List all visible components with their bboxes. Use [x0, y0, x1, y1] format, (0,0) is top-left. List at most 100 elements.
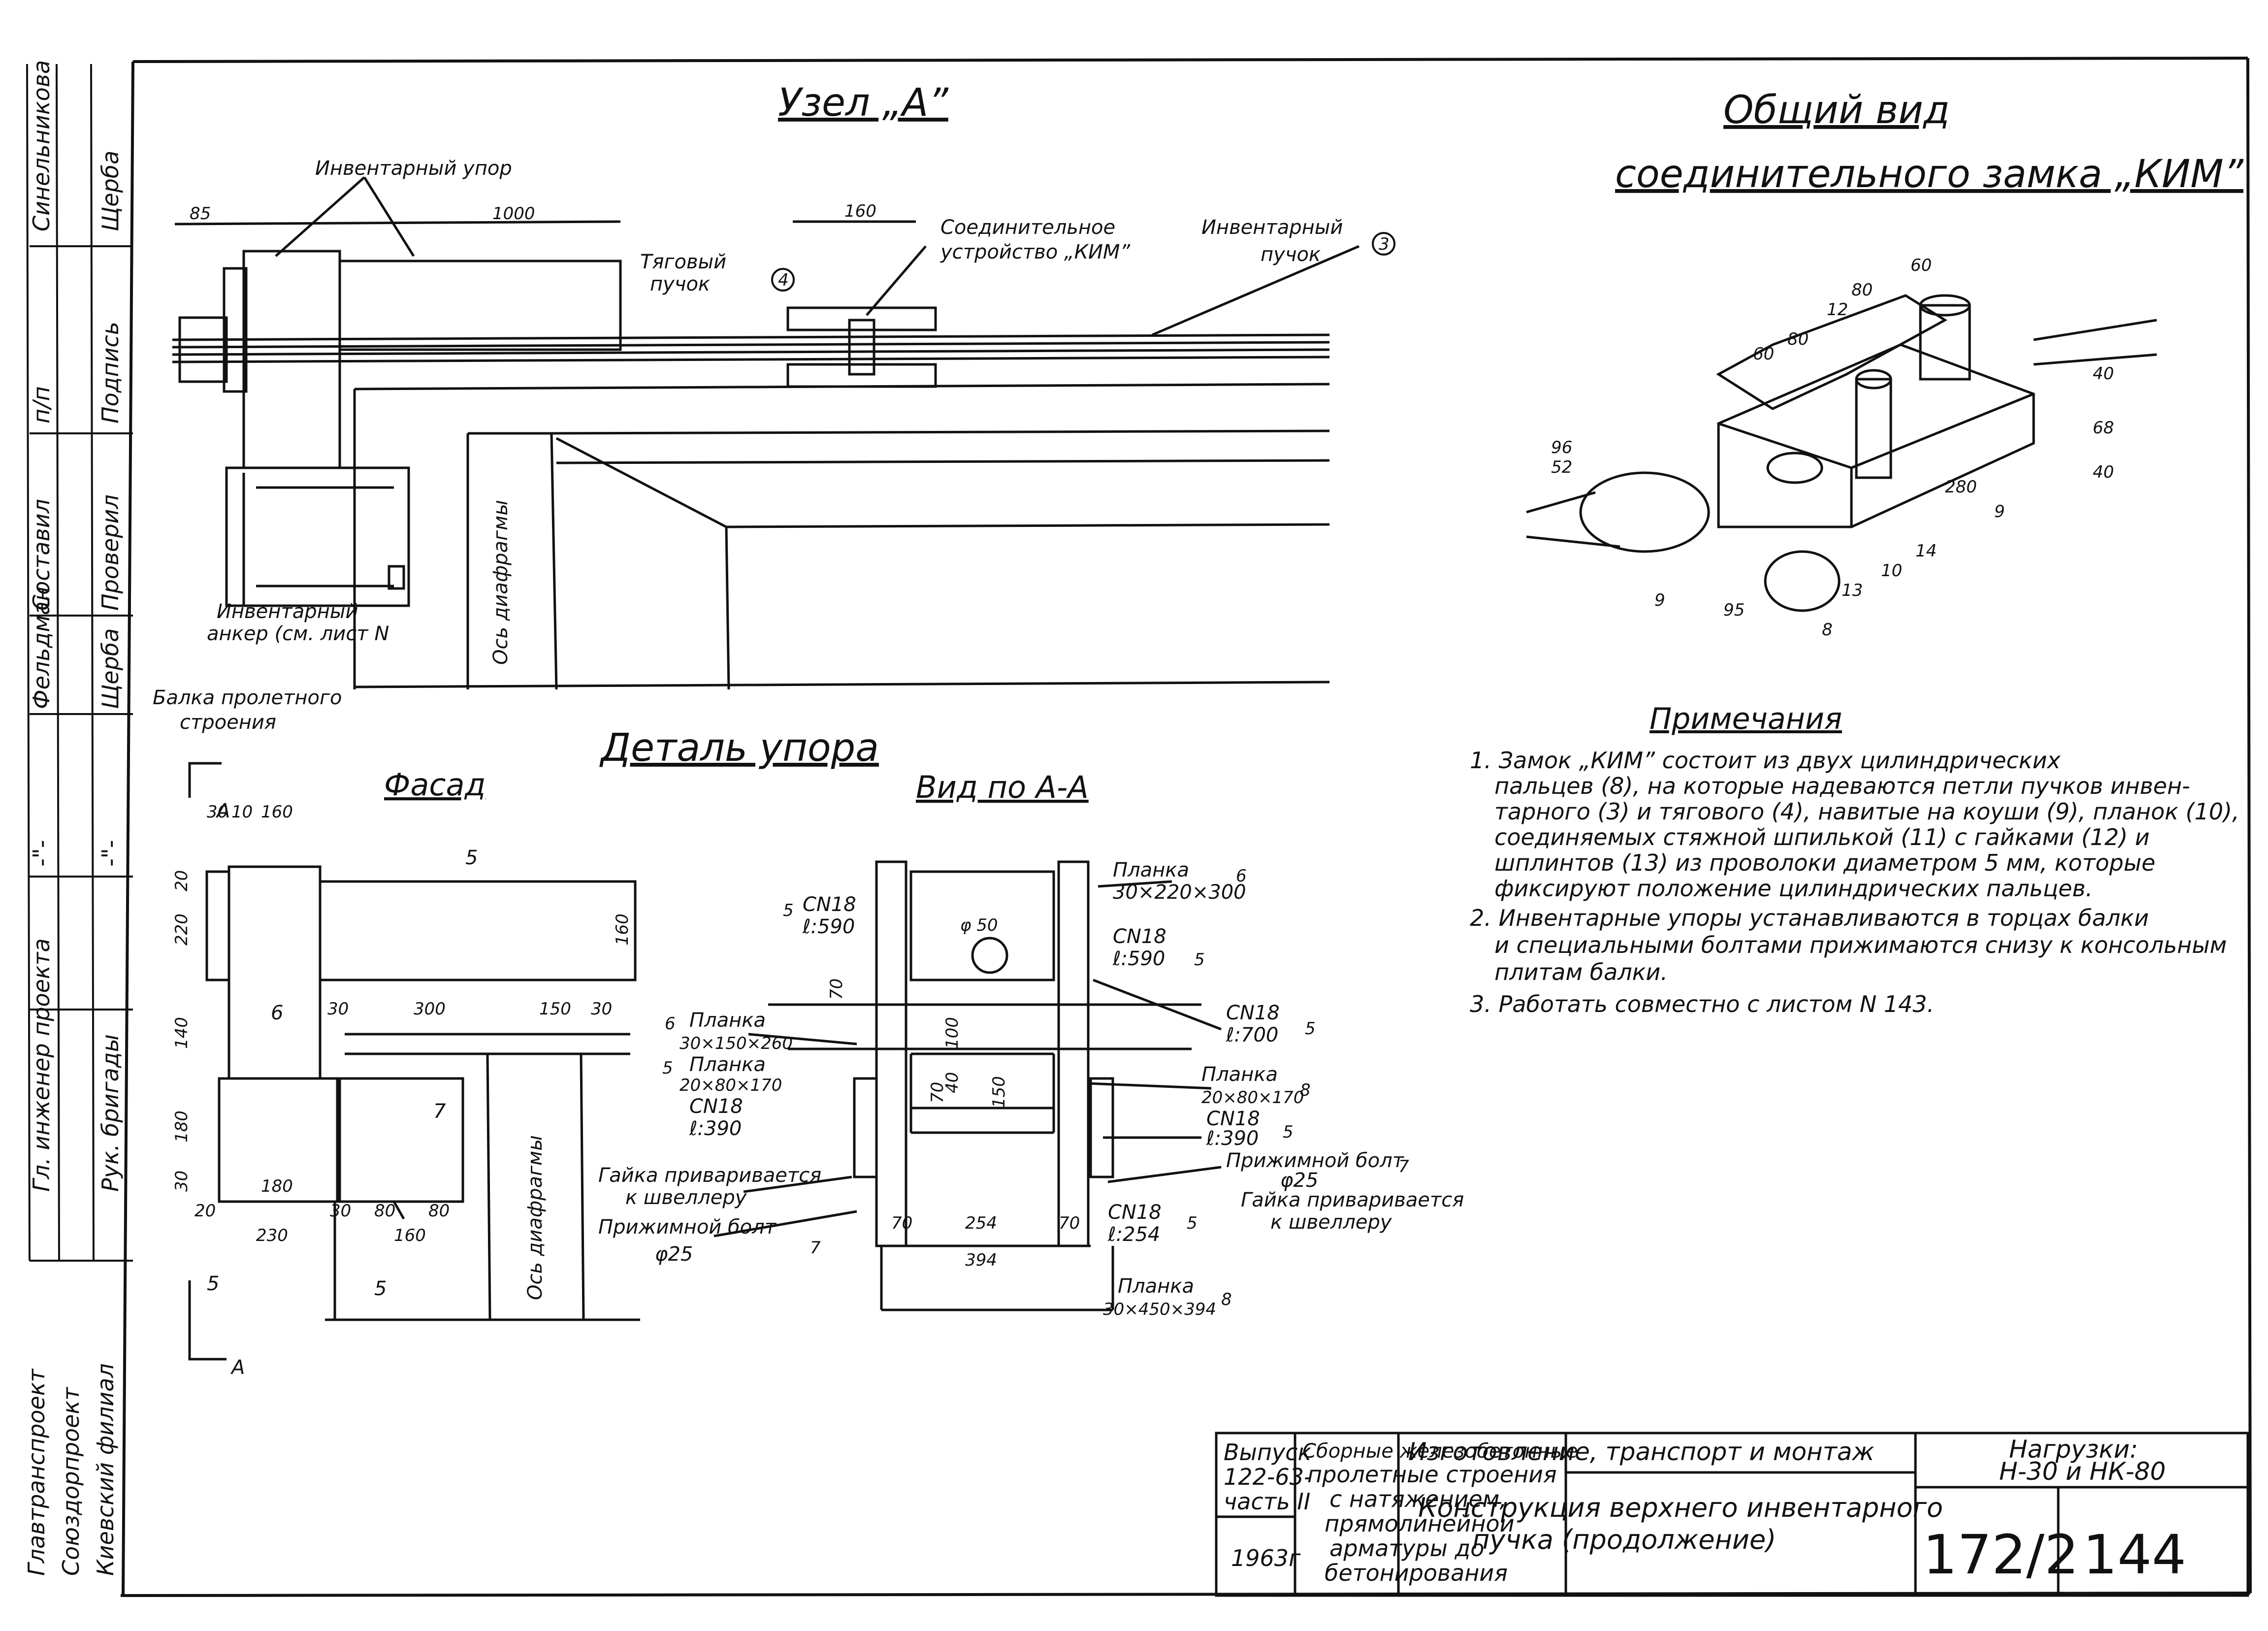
node-a-title: Узел „А”	[778, 81, 948, 125]
side-name-4: Щерба	[97, 628, 124, 709]
aa-clamp-bolt-left-2: φ25	[655, 1243, 693, 1266]
tb-series-6: бетонирования	[1325, 1560, 1508, 1586]
gv-dim-95: 95	[1723, 600, 1745, 620]
side-col-pp: п/п	[28, 386, 55, 424]
tb-series-3: с натяжением,	[1329, 1486, 1507, 1512]
beam-label-2: строения	[180, 711, 276, 734]
aa-ref-7a: 7	[1398, 1157, 1409, 1176]
tb-series-2: пролетные строения	[1307, 1461, 1557, 1488]
gv-dim-52: 52	[1551, 457, 1572, 477]
aa-clamp-bolt-right-2: φ25	[1280, 1169, 1318, 1192]
facade-dim-220: 220	[172, 913, 192, 946]
diaphragm-axis-facade: Ось диафрагмы	[524, 1135, 547, 1300]
aa-ref-8a: 8	[1300, 1080, 1311, 1100]
facade-dim-20: 20	[172, 870, 192, 891]
facade-drawing: Фасад А А 30 10 160 20 220 140 180 30 20…	[172, 762, 640, 1379]
tb-issue-3: часть II	[1224, 1488, 1310, 1515]
aa-cn18-390-left: CN18	[689, 1095, 743, 1118]
aa-cn18-590-left: CN18	[803, 893, 856, 916]
facade-ref-5-top: 5	[465, 847, 478, 869]
tb-loads-1: Нагрузки:	[2009, 1435, 2138, 1464]
view-aa-drawing: Вид по А-А	[598, 769, 1464, 1319]
note-line-5: шплинтов (13) из проволоки диаметром 5 м…	[1494, 849, 2155, 876]
note-line-6: фиксируют положение цилиндрических пальц…	[1494, 875, 2093, 902]
gv-dim-80a: 80	[1851, 280, 1873, 300]
aa-plank-a-2: 30×150×260	[680, 1034, 793, 1053]
side-role-checked: Проверил	[97, 494, 124, 611]
note-line-4: соединяемых стяжной шпилькой (11) с гайк…	[1494, 824, 2150, 850]
gv-dim-280: 280	[1945, 477, 1977, 497]
note-line-8: и специальными болтами прижимаются снизу…	[1494, 932, 2227, 958]
facade-dim-30-left: 30	[172, 1171, 192, 1192]
tb-issue-2: 122-63-	[1224, 1464, 1312, 1490]
gv-ref-10: 10	[1881, 561, 1902, 581]
facade-dim-140: 140	[172, 1017, 192, 1049]
aa-ref-5b: 5	[1194, 950, 1205, 970]
tb-drawing-title-1: Конструкция верхнего инвентарного	[1418, 1492, 1943, 1523]
aa-cn18-700: CN18	[1226, 1002, 1280, 1024]
gv-dim-60a: 60	[1911, 256, 1932, 275]
side-name-3: Фельдман	[28, 587, 55, 709]
aa-phi50: φ 50	[960, 915, 998, 935]
tb-series-1: Сборные железобетонные	[1302, 1440, 1578, 1463]
aa-dim-254: 254	[965, 1213, 997, 1233]
facade-ref-6: 6	[271, 1002, 283, 1024]
general-view-drawing: Общий вид соединительного замка „КИМ” 12…	[1526, 88, 2244, 640]
side-col-sign: Подпись	[97, 322, 124, 424]
side-name-6: -"-	[97, 840, 124, 867]
gv-dim-96: 96	[1551, 438, 1572, 457]
tb-sheet: 144	[2083, 1523, 2186, 1586]
note-line-3: тарного (3) и тягового (4), навитые на к…	[1494, 798, 2239, 825]
notes-heading: Примечания	[1650, 702, 1842, 736]
gv-ref-8: 8	[1822, 620, 1833, 640]
aa-plank-c-1: Планка	[1201, 1063, 1278, 1086]
aa-nut-left-2: к швеллеру	[625, 1186, 747, 1209]
facade-dim-b80b: 80	[428, 1201, 450, 1221]
aa-dim-40: 40	[942, 1072, 962, 1093]
node-a-drawing: Узел „А”	[153, 81, 1395, 734]
dim-85: 85	[190, 204, 211, 224]
aa-dim-394: 394	[965, 1250, 997, 1270]
gv-dim-60b: 60	[1753, 344, 1774, 364]
aa-ref-6: 6	[665, 1014, 676, 1034]
inventory-bundle-label-1: Инвентарный	[1201, 216, 1343, 239]
aa-dim-70-mid: 70	[928, 1082, 947, 1103]
aa-plank-b-2: 20×80×170	[680, 1076, 782, 1095]
inventory-bundle-label-2: пучок	[1261, 243, 1321, 266]
aa-plank-bottom-1: Планка	[1118, 1275, 1194, 1298]
aa-cn18-254: CN18	[1108, 1201, 1162, 1224]
side-role-composed: Составил	[28, 499, 55, 611]
facade-dim-180: 180	[172, 1110, 192, 1142]
aa-cn18-390-left-2: ℓ:390	[689, 1117, 742, 1140]
aa-ref-5e: 5	[1283, 1122, 1294, 1142]
connector-label-2: устройство „КИМ”	[940, 241, 1130, 263]
facade-dim-m30: 30	[327, 999, 349, 1019]
aa-ref-5f: 5	[1187, 1213, 1198, 1233]
tb-loads-2: Н-30 и НК-80	[1999, 1457, 2166, 1486]
general-view-title-1: Общий вид	[1723, 88, 1950, 132]
side-org-1: Главтранспроект	[23, 1369, 50, 1576]
aa-cn18-390-right-2: ℓ:390	[1206, 1127, 1259, 1150]
gv-dim-12: 12	[1827, 300, 1848, 320]
facade-dim-m30b: 30	[591, 999, 612, 1019]
facade-dim-b230: 230	[256, 1226, 288, 1245]
aa-nut-right-2: к швеллеру	[1270, 1211, 1393, 1234]
traction-ref: 4	[778, 270, 789, 290]
side-role-chief: Гл. инженер проекта	[28, 938, 55, 1192]
beam-label-1: Балка пролетного	[153, 686, 342, 709]
facade-section-mark-bottom: А	[230, 1356, 245, 1379]
aa-dim-70-right: 70	[1059, 1213, 1080, 1233]
anchor-label-2: анкер (см. лист N	[207, 622, 389, 645]
aa-plank-top-2: 30×220×300	[1113, 881, 1246, 904]
traction-label-1: Тяговый	[640, 251, 726, 273]
facade-ref-5-mid: 5	[374, 1277, 387, 1300]
traction-label-2: пучок	[650, 273, 710, 295]
aa-cn18-390-right: CN18	[1206, 1108, 1260, 1130]
side-role-brigade: Рук. бригады	[97, 1034, 124, 1192]
note-line-2: пальцев (8), на которые надеваются петли…	[1494, 773, 2190, 799]
facade-dim-b30: 30	[330, 1201, 351, 1221]
aa-ref-5a: 5	[783, 901, 794, 920]
note-line-10: 3. Работать совместно с листом N 143.	[1470, 991, 1934, 1017]
facade-dim-30: 30	[207, 802, 228, 822]
facade-dim-10: 10	[231, 802, 253, 822]
